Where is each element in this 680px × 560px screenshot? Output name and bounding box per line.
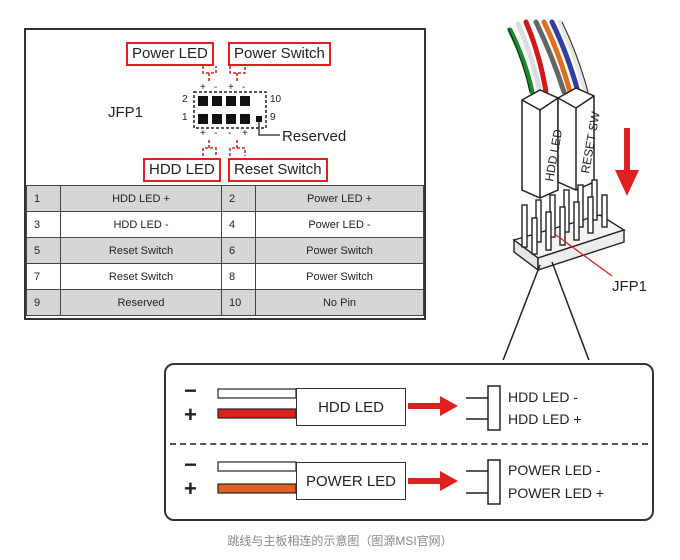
pin-9 bbox=[256, 116, 262, 122]
jfp1-callout-label: JFP1 bbox=[612, 278, 648, 295]
minus-sign-bottom-right: - bbox=[228, 128, 232, 139]
power-switch-label: Power Switch bbox=[228, 42, 331, 66]
table-cell: Reserved bbox=[60, 289, 222, 316]
table-cell: No Pin bbox=[255, 289, 424, 316]
hdd-plus-sign: + bbox=[184, 402, 197, 427]
plus-sign-bottom-left: + bbox=[200, 128, 206, 139]
table-cell: Power Switch bbox=[255, 263, 424, 290]
pin-5 bbox=[226, 114, 236, 124]
reset-sw-plug bbox=[557, 87, 595, 191]
pin-number-1: 1 bbox=[182, 112, 188, 123]
pin-2 bbox=[198, 96, 208, 106]
minus-sign-top-right: - bbox=[242, 82, 246, 93]
wire-green bbox=[507, 27, 535, 95]
wire-gray bbox=[533, 19, 567, 95]
jfp1-header bbox=[512, 179, 626, 272]
wire-white-1 bbox=[515, 21, 543, 95]
power-minus-sign: − bbox=[184, 452, 197, 477]
table-cell: 9 bbox=[26, 289, 61, 316]
insert-arrow-icon bbox=[615, 128, 639, 196]
plus-sign-bottom-right: + bbox=[242, 128, 248, 139]
reset-switch-label: Reset Switch bbox=[228, 158, 328, 182]
connector-illustration: HDD LED RESET SW bbox=[502, 19, 639, 360]
wire-red bbox=[523, 19, 549, 95]
wire-white-2 bbox=[557, 19, 589, 95]
table-cell: 8 bbox=[221, 263, 256, 290]
hdd-led-plug-box: HDD LED bbox=[296, 388, 406, 426]
table-cell: 5 bbox=[26, 237, 61, 264]
table-cell: HDD LED - bbox=[60, 211, 222, 238]
pin-3 bbox=[212, 114, 222, 124]
plus-sign-top-right: + bbox=[228, 82, 234, 93]
table-cell: 3 bbox=[26, 211, 61, 238]
table-cell: Reset Switch bbox=[60, 237, 222, 264]
pin-7 bbox=[240, 114, 250, 124]
wire-blue bbox=[549, 19, 581, 95]
jfp1-leader-line bbox=[555, 234, 613, 277]
pin-header-diagram bbox=[193, 66, 280, 156]
power-led-plug-box: POWER LED bbox=[296, 462, 406, 500]
pin-4 bbox=[212, 96, 222, 106]
table-cell: Power Switch bbox=[255, 237, 424, 264]
power-led-plus-label: POWER LED + bbox=[508, 485, 605, 501]
figure-caption: 跳线与主板相连的示意图（图源MSI官网） bbox=[227, 534, 453, 548]
table-cell: 10 bbox=[221, 289, 256, 316]
table-cell: 1 bbox=[26, 185, 61, 212]
plus-sign-top-left: + bbox=[200, 82, 206, 93]
pin-1 bbox=[198, 114, 208, 124]
power-plus-sign: + bbox=[184, 476, 197, 501]
pin-number-10: 10 bbox=[270, 94, 282, 105]
table-cell: Power LED - bbox=[255, 211, 424, 238]
hdd-led-minus-label: HDD LED - bbox=[508, 389, 579, 405]
reserved-label: Reserved bbox=[282, 128, 347, 145]
power-led-minus-label: POWER LED - bbox=[508, 462, 601, 478]
pin-8 bbox=[240, 96, 250, 106]
hdd-minus-sign: − bbox=[184, 378, 197, 403]
minus-sign-bottom-left: - bbox=[214, 128, 218, 139]
table-cell: 6 bbox=[221, 237, 256, 264]
power-led-label: Power LED bbox=[126, 42, 214, 66]
table-cell: 7 bbox=[26, 263, 61, 290]
table-cell: HDD LED + bbox=[60, 185, 222, 212]
hdd-led-label: HDD LED bbox=[143, 158, 221, 182]
jfp1-header-label: JFP1 bbox=[108, 104, 144, 121]
minus-sign-top-left: - bbox=[214, 82, 218, 93]
pin-number-2: 2 bbox=[182, 94, 188, 105]
jfp1-pinout-panel: Power LED Power Switch bbox=[24, 28, 426, 320]
hdd-led-plug bbox=[521, 89, 559, 199]
table-cell: Power LED + bbox=[255, 185, 424, 212]
pin-6 bbox=[226, 96, 236, 106]
table-cell: Reset Switch bbox=[60, 263, 222, 290]
table-cell: 2 bbox=[221, 185, 256, 212]
hdd-led-plus-label: HDD LED + bbox=[508, 411, 582, 427]
wire-orange bbox=[541, 19, 573, 95]
table-cell: 4 bbox=[221, 211, 256, 238]
pin-number-9: 9 bbox=[270, 112, 276, 123]
section-divider bbox=[170, 443, 648, 445]
